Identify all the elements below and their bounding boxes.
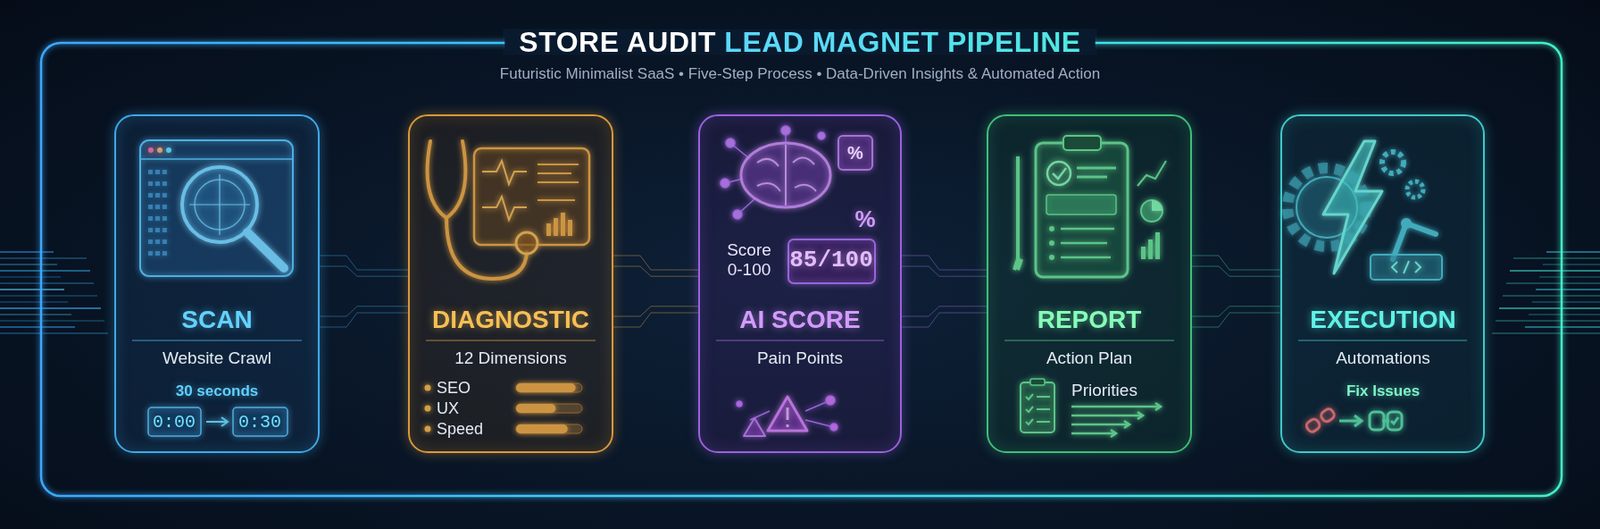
step-title: AI SCORE	[739, 305, 860, 334]
timer-value: 0:00	[152, 411, 196, 433]
dimension-item: Speed	[436, 419, 484, 439]
stream-line	[0, 325, 75, 328]
stream-line	[0, 295, 98, 297]
step-subtitle: Action Plan	[1046, 348, 1133, 368]
stream-line	[0, 301, 68, 303]
circuit-trace	[901, 312, 987, 327]
circuit-trace	[319, 255, 409, 270]
stream-line	[1506, 283, 1600, 284]
flow-arrow	[907, 288, 980, 293]
stream-line	[1513, 258, 1600, 259]
stream-line	[1546, 250, 1600, 253]
step-subtitle: Website Crawl	[162, 348, 272, 368]
dimension-item: SEO	[436, 378, 471, 398]
step-subtitle: Automations	[1335, 348, 1431, 368]
stream-line	[1499, 307, 1600, 309]
percent-symbol: %	[847, 142, 864, 164]
percent-symbol: %	[854, 206, 875, 234]
step-subtitle: 12 Dimensions	[454, 348, 567, 368]
stream-line	[0, 320, 105, 322]
stream-line	[1535, 288, 1600, 291]
pipeline-card: EXECUTION AutomationsFix Issues	[1280, 114, 1485, 453]
stream-line	[1509, 269, 1600, 272]
circuit-trace	[1191, 255, 1281, 270]
stream-line	[1502, 295, 1600, 297]
pipeline-card: AI SCORE Pain Points% Score 0-100 85/100%	[698, 114, 902, 453]
circuit-trace	[901, 255, 987, 270]
stream-line	[0, 283, 94, 284]
step-title: SCAN	[181, 305, 252, 334]
score-value: 85/100	[789, 247, 874, 275]
stream-line	[0, 288, 65, 291]
circuit-trace	[901, 266, 987, 276]
stream-line	[1495, 320, 1600, 322]
dimension-item: UX	[436, 399, 459, 418]
stream-line	[0, 269, 91, 272]
caption: Futuristic Minimalist SaaS • Five-Step P…	[500, 65, 1100, 84]
circuit-trace	[1191, 266, 1281, 276]
circuit-trace	[613, 306, 699, 317]
stream-line	[0, 258, 87, 259]
stream-line	[0, 314, 72, 316]
circuit-trace	[319, 266, 409, 276]
priorities-label: Priorities	[1071, 380, 1138, 400]
pipeline-card: REPORT Action PlanPriorities	[986, 114, 1192, 453]
circuit-trace	[613, 312, 699, 327]
pipeline-card: SCAN Website Crawl 30 seconds 0:00 0:30	[114, 114, 320, 453]
stream-line	[0, 276, 61, 278]
flow-arrow	[618, 288, 692, 293]
title: STORE AUDIT LEAD MAGNET PIPELINE	[504, 25, 1095, 59]
step-title: REPORT	[1037, 305, 1142, 334]
timer-value: 0:30	[238, 411, 282, 433]
circuit-trace	[1191, 306, 1281, 317]
circuit-trace	[613, 255, 699, 270]
step-title: DIAGNOSTIC	[432, 305, 590, 334]
score-range: Score 0-100	[717, 240, 781, 280]
stream-line	[1528, 314, 1600, 316]
action-label: Fix Issues	[1346, 382, 1420, 400]
flow-arrow	[1197, 288, 1274, 293]
circuit-trace	[319, 306, 409, 317]
stream-line	[0, 264, 58, 266]
pipeline-card: DIAGNOSTIC 12 DimensionsSEOUXSpeed	[408, 114, 614, 453]
stream-line	[1539, 276, 1600, 278]
stream-line	[0, 307, 101, 309]
stream-line	[1491, 333, 1600, 334]
duration: 30 seconds	[175, 382, 259, 400]
circuit-trace	[319, 312, 409, 327]
stream-line	[1532, 301, 1600, 303]
step-subtitle: Pain Points	[757, 348, 843, 368]
flow-arrow	[325, 288, 401, 293]
circuit-trace	[613, 266, 699, 276]
stream-line	[1542, 264, 1600, 266]
outer-frame	[41, 42, 1562, 496]
circuit-trace	[901, 306, 987, 317]
step-title: EXECUTION	[1309, 305, 1456, 334]
stream-line	[0, 333, 109, 334]
stream-line	[0, 250, 54, 253]
circuit-trace	[1191, 312, 1281, 327]
